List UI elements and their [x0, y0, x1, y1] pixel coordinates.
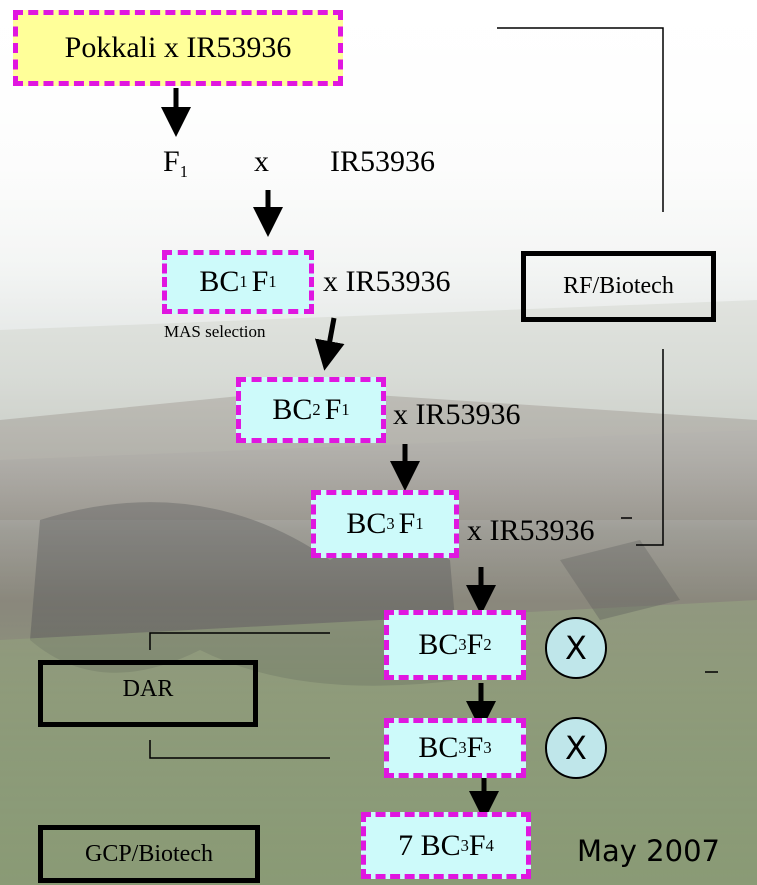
gcp-biotech-box: GCP/Biotech — [38, 825, 260, 883]
dar-bracket-bottom — [149, 740, 330, 759]
dar-bracket-top — [149, 632, 330, 650]
bc2f1-cross-label: x IR53936 — [393, 398, 521, 431]
f1-generation-label: F1 — [163, 145, 188, 181]
bc3f1-cross-label: x IR53936 — [467, 514, 595, 547]
mas-selection-note: MAS selection — [164, 322, 266, 341]
rf-bracket-bottom — [636, 349, 664, 546]
dar-box: DAR — [38, 660, 258, 727]
self-pollination-mark-1: X — [545, 617, 607, 679]
f1-cross-symbol: x — [254, 145, 269, 178]
parent-cross-box: Pokkali x IR53936 — [13, 10, 343, 86]
parent-cross-label: Pokkali x IR53936 — [64, 31, 292, 64]
self-pollination-mark-2: X — [545, 717, 607, 779]
rf-bracket-top — [497, 27, 664, 212]
f1-recurrent-parent: IR53936 — [330, 145, 435, 178]
footer-date: May 2007 — [577, 834, 720, 868]
arrow-bc1-to-bc2 — [314, 317, 345, 371]
rf-biotech-box: RF/Biotech — [521, 251, 716, 322]
bc1f1-cross-label: x IR53936 — [323, 265, 451, 298]
